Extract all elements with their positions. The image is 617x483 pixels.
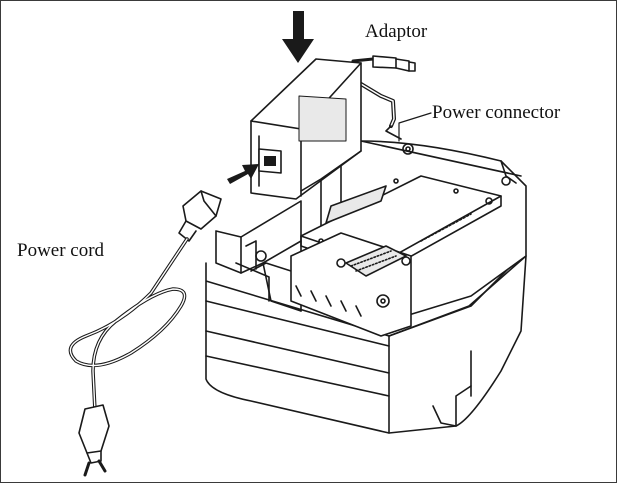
ac-plug-icon <box>78 404 110 477</box>
power-cord <box>68 190 222 413</box>
label-leaders <box>398 112 432 142</box>
power-cord-label: Power cord <box>17 240 105 261</box>
power-connector-label: Power connector <box>432 102 561 123</box>
arrow-down-icon <box>282 11 314 63</box>
main-board <box>290 175 502 337</box>
adaptor-label: Adaptor <box>365 21 428 42</box>
arrow-right-icon <box>227 164 259 184</box>
adaptor <box>250 55 416 200</box>
